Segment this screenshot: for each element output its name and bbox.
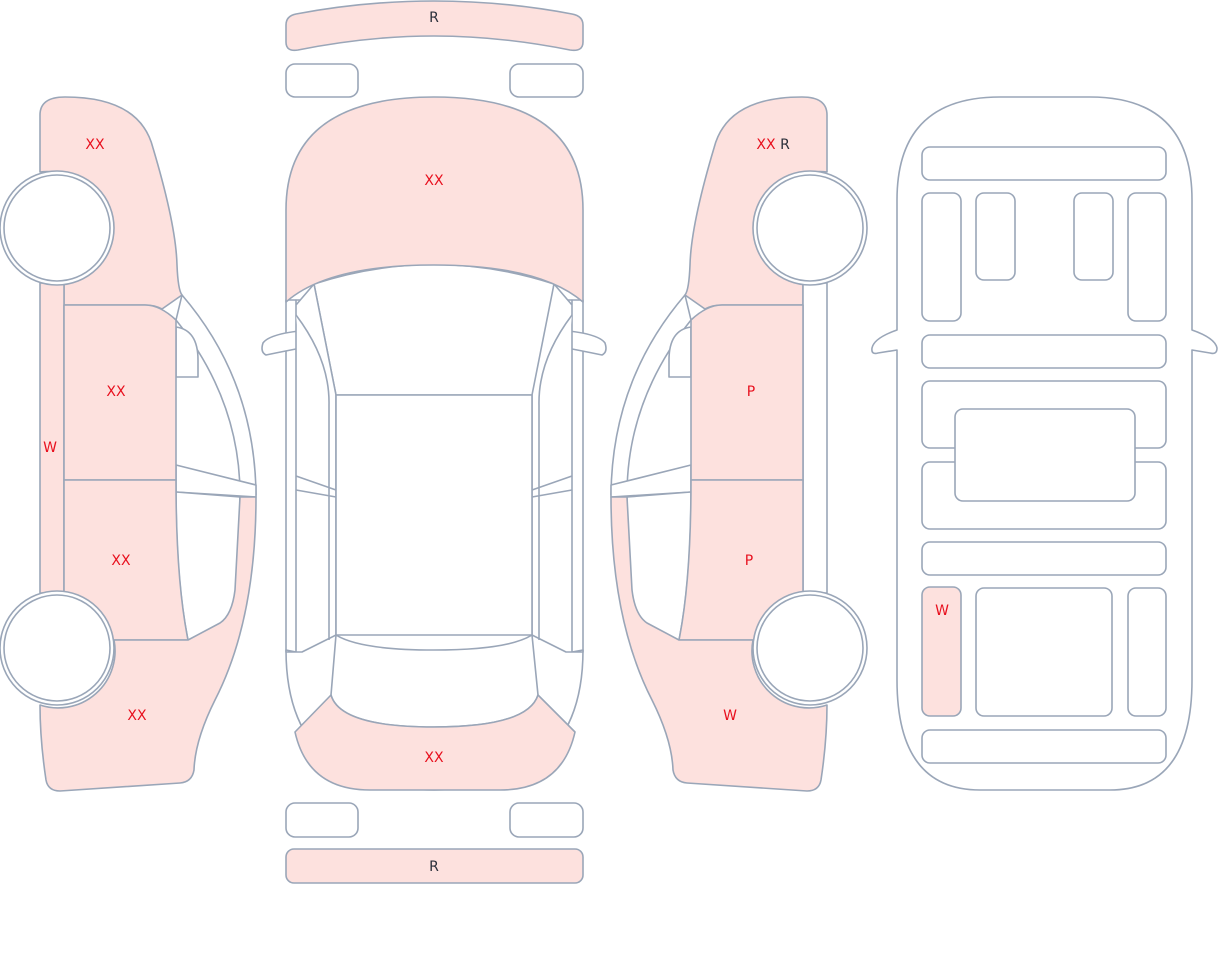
rear-headliner[interactable]: [921, 541, 1167, 576]
right-rear-door-code: P: [745, 553, 753, 569]
windshield: [313, 263, 555, 396]
right-front-fender-repair-code: R: [780, 137, 790, 153]
driver-seat[interactable]: [975, 192, 1016, 281]
right-front-door-code: P: [747, 384, 755, 400]
front-headliner[interactable]: [921, 334, 1167, 369]
rear-trim[interactable]: [921, 729, 1167, 764]
left-front-door[interactable]: [63, 304, 177, 481]
left-front-fender-code: XX: [85, 137, 105, 153]
right-front-trim[interactable]: [1127, 192, 1167, 322]
left-rear-quarter[interactable]: [39, 496, 257, 792]
left-mirror[interactable]: [175, 326, 199, 378]
damage-labels: R XX XX R XX XX W XX XX XX R P P W W: [43, 10, 949, 875]
dashboard[interactable]: [921, 146, 1167, 181]
left-rear-wheel-inner: [3, 594, 111, 702]
hood[interactable]: [285, 96, 584, 303]
right-rear-wheel-inner: [756, 594, 864, 702]
hood-code: XX: [424, 173, 444, 189]
interior-view: [871, 96, 1218, 791]
right-taillight[interactable]: [509, 802, 584, 838]
left-sill[interactable]: [39, 282, 65, 594]
right-front-door[interactable]: [690, 304, 804, 481]
rear-bumper-code: R: [429, 859, 439, 875]
center-console[interactable]: [954, 408, 1136, 502]
rear-left-panel[interactable]: [921, 586, 962, 717]
right-sill[interactable]: [802, 282, 828, 594]
right-headlight[interactable]: [509, 63, 584, 98]
passenger-seat[interactable]: [1073, 192, 1114, 281]
cargo-floor[interactable]: [975, 587, 1113, 717]
right-front-wheel-inner: [756, 174, 864, 282]
right-rear-quarter-code: W: [723, 708, 737, 724]
left-sill-code: W: [43, 440, 57, 456]
left-headlight[interactable]: [285, 63, 359, 98]
left-front-trim[interactable]: [921, 192, 962, 322]
right-mirror[interactable]: [668, 326, 692, 378]
rear-bumper[interactable]: [285, 848, 584, 884]
left-front-door-code: XX: [106, 384, 126, 400]
left-side-view: [0, 96, 257, 792]
trunk-code: XX: [424, 750, 444, 766]
right-outer-pillar: [610, 294, 692, 496]
left-taillight[interactable]: [285, 802, 359, 838]
front-bumper[interactable]: [285, 0, 584, 52]
roof[interactable]: [335, 394, 533, 636]
front-bumper-code: R: [429, 10, 439, 26]
right-rear-quarter[interactable]: [610, 496, 828, 792]
right-side-window-line: [531, 314, 573, 640]
right-front-fender-code: XX: [756, 137, 776, 153]
left-outer-pillar: [175, 294, 257, 496]
left-rear-quarter-code: XX: [127, 708, 147, 724]
top-view: [261, 0, 607, 884]
left-rear-door-code: XX: [111, 553, 131, 569]
trunk[interactable]: [294, 694, 576, 791]
rear-right-panel[interactable]: [1127, 587, 1167, 717]
left-front-wheel-inner: [3, 174, 111, 282]
rear-left-panel-code: W: [935, 603, 949, 619]
right-side-view: [610, 96, 868, 792]
left-side-window-line: [295, 314, 337, 640]
